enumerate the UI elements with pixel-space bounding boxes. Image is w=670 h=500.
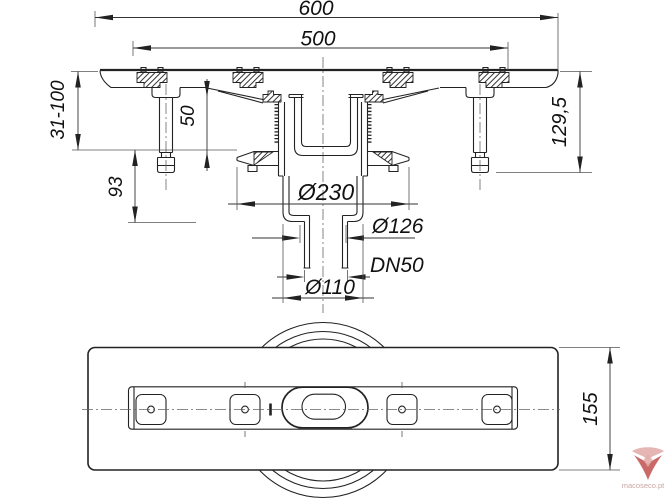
dim-base-diameter: Ø110 [272,224,374,303]
dim-adjustment-height-label: 50 [178,105,199,127]
dim-total-height: 129,5 [549,71,583,173]
dim-plan-height-label: 155 [580,391,602,425]
dim-outlet-nominal-label: DN50 [370,254,424,277]
funnel-walls [274,102,372,177]
clamp-flanges [262,90,384,103]
dim-install-height: 31-100 [48,71,98,150]
dim-body-depth: 93 [106,150,138,223]
dim-body-depth-label: 93 [106,176,127,198]
dim-adjustment-height: 50 [178,79,210,171]
support-leg-right [465,84,495,190]
watermark-logo-center [643,454,653,467]
dim-overall-width: 600 [94,0,559,70]
top-plate [99,68,559,104]
trap-insert [288,93,364,157]
watermark: macoseco.pt [622,447,665,490]
dim-outlet-nominal: DN50 [277,254,424,282]
watermark-logo-v [634,455,662,480]
grate-clips [136,66,510,88]
channel-plate [87,346,559,471]
dim-flange-diameter-label: Ø230 [297,179,354,205]
dim-plan-height: 155 [559,347,620,471]
dim-overall-width-label: 600 [298,0,333,20]
plan-view: 155 [82,321,620,499]
watermark-logo-top [632,447,664,460]
dim-grate-width: 500 [132,28,509,70]
outlet-spigot [303,215,349,269]
drain-body [282,176,364,223]
dim-grate-width-label: 500 [300,28,335,51]
flange-wings [236,150,410,173]
central-outlet-opening [269,386,369,429]
reference-lines [72,71,592,223]
dim-total-height-label: 129,5 [549,96,571,147]
support-leg-left [151,84,181,190]
dim-collar-diameter: Ø126 [252,215,424,243]
dim-install-height-label: 31-100 [48,80,69,140]
dim-flange-diameter: Ø230 [228,167,418,210]
dim-base-diameter-label: Ø110 [304,276,355,299]
section-view: 600 500 31-100 50 [48,0,592,313]
dim-collar-diameter-label: Ø126 [371,215,424,238]
watermark-text: macoseco.pt [622,481,665,490]
